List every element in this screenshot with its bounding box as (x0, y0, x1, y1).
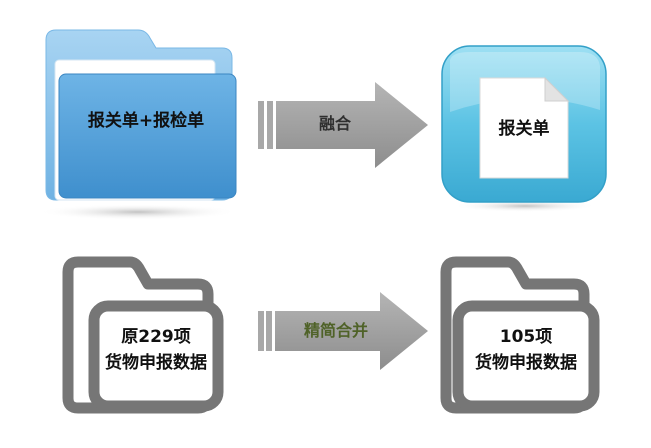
result-folder-outline-icon (440, 256, 600, 414)
result-document-label: 报关单 (498, 119, 550, 139)
merge-arrow (258, 82, 428, 168)
simplify-arrow (258, 292, 428, 370)
merge-arrow-label: 融合 (318, 114, 351, 133)
blue-folder-icon (38, 29, 238, 220)
source-folder-label: 报关单+报检单 (87, 111, 205, 131)
source-folder-line1: 原229项 (121, 327, 191, 347)
result-folder-line1: 105项 (499, 327, 553, 347)
source-folder-line2: 货物申报数据 (105, 353, 207, 373)
simplify-arrow-label: 精简合并 (303, 321, 368, 340)
result-folder-line2: 货物申报数据 (475, 353, 577, 373)
document-tile-icon (441, 45, 607, 212)
source-folder-outline-icon (62, 256, 224, 414)
